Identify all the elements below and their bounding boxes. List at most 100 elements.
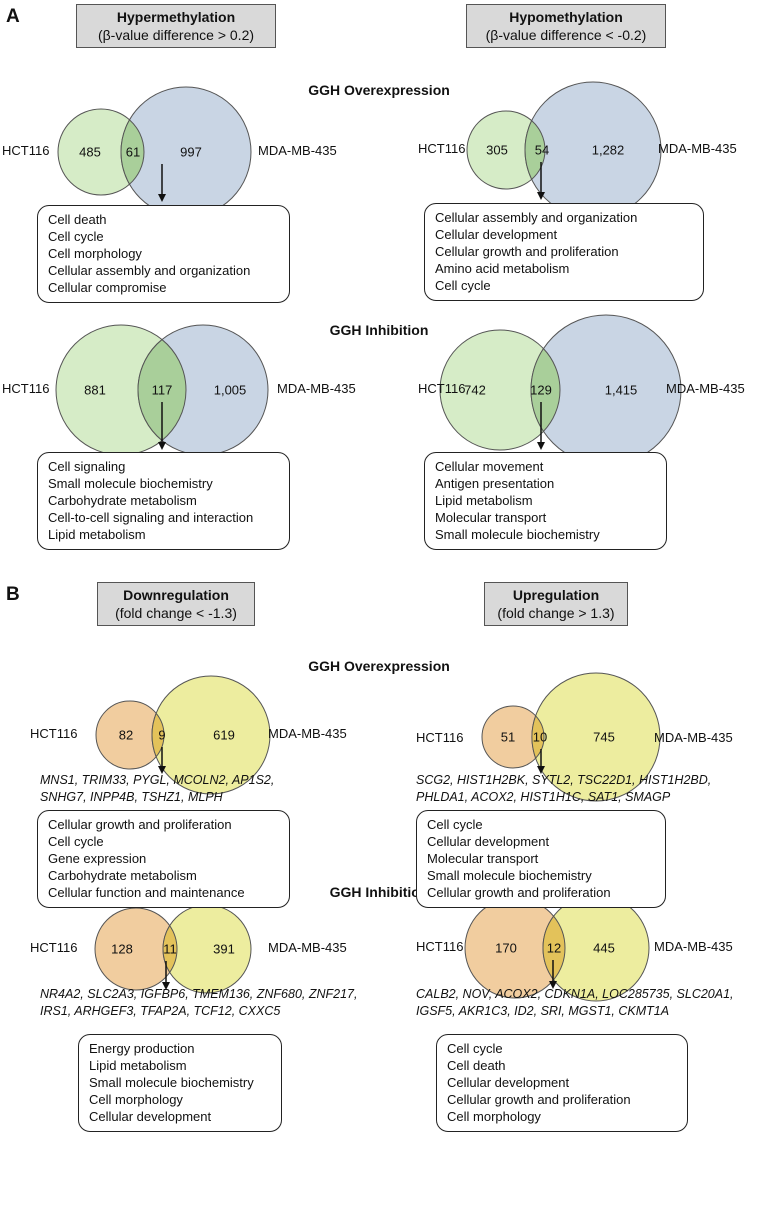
venn-b2-right-count: 745 [593, 729, 615, 745]
term-item: Cell cycle [48, 834, 104, 849]
gene-line: IRS1, ARHGEF3, TFAP2A, TCF12, CXXC5 [40, 1004, 281, 1018]
venn-a2-left-label: HCT116 [418, 141, 466, 156]
term-item: Lipid metabolism [89, 1058, 187, 1073]
term-item: Cell morphology [89, 1092, 183, 1107]
gene-list-b3: NR4A2, SLC2A3, IGFBP6, TMEM136, ZNF680, … [40, 986, 357, 1020]
venn-a3-left-label: HCT116 [2, 381, 50, 396]
venn-b1-left-count: 82 [118, 727, 134, 743]
term-item: Small molecule biochemistry [48, 476, 213, 491]
venn-b1-overlap [151, 712, 165, 758]
term-item: Cellular assembly and organization [435, 210, 638, 225]
venn-a1-overlap [120, 119, 145, 185]
term-item: Cell death [447, 1058, 506, 1073]
gene-line: SNHG7, INPP4B, TSHZ1, MLPH [40, 790, 223, 804]
venn-a4-overlap-count: 129 [530, 382, 552, 398]
term-item: Small molecule biochemistry [435, 527, 600, 542]
venn-b1-left-label: HCT116 [30, 726, 78, 741]
venn-a3-right-label: MDA-MB-435 [277, 381, 356, 396]
venn-b4-right-label: MDA-MB-435 [654, 939, 733, 954]
term-item: Cellular development [89, 1109, 212, 1124]
term-item: Cell cycle [427, 817, 483, 832]
term-item: Cell signaling [48, 459, 126, 474]
venn-b4-left-label: HCT116 [416, 939, 464, 954]
gene-line: PHLDA1, ACOX2, HIST1H1C, SAT1, SMAGP [416, 790, 671, 804]
section-title-b-overexpression: GGH Overexpression [308, 658, 450, 674]
term-item: Cell cycle [447, 1041, 503, 1056]
terms-box-a1: Cell death Cell cycle Cell morphology Ce… [37, 205, 290, 303]
venn-b2-overlap [531, 714, 545, 760]
venn-a4-right-count: 1,415 [604, 382, 638, 398]
hypermethylation-header: Hypermethylation (β-value difference > 0… [76, 4, 276, 48]
header-title: Hypermethylation [116, 9, 236, 25]
venn-b4-left-count: 170 [495, 940, 517, 956]
term-item: Carbohydrate metabolism [48, 868, 197, 883]
term-item: Molecular transport [427, 851, 539, 866]
venn-a1-right-count: 997 [180, 144, 202, 160]
term-item: Cell death [48, 212, 107, 227]
header-title: Upregulation [512, 587, 600, 603]
venn-a1-right-label: MDA-MB-435 [258, 143, 337, 158]
venn-a4-right-label: MDA-MB-435 [666, 381, 745, 396]
downregulation-header: Downregulation (fold change < -1.3) [97, 582, 255, 626]
venn-b4-overlap-count: 12 [546, 940, 562, 956]
upregulation-header: Upregulation (fold change > 1.3) [484, 582, 628, 626]
terms-box-b2: Cell cycle Cellular development Molecula… [416, 810, 666, 908]
header-subtitle: (fold change > 1.3) [497, 605, 615, 621]
term-item: Cellular assembly and organization [48, 263, 251, 278]
gene-list-b1: MNS1, TRIM33, PYGL, MCOLN2, AP1S2, SNHG7… [40, 772, 274, 806]
term-item: Cellular compromise [48, 280, 167, 295]
term-item: Cellular growth and proliferation [427, 885, 611, 900]
venn-b3-right-label: MDA-MB-435 [268, 940, 347, 955]
term-item: Cellular movement [435, 459, 544, 474]
term-item: Small molecule biochemistry [89, 1075, 254, 1090]
term-item: Cell morphology [48, 246, 142, 261]
venn-b1-overlap-count: 9 [158, 727, 166, 743]
venn-b4-right-count: 445 [593, 940, 615, 956]
venn-a1-left-label: HCT116 [2, 143, 50, 158]
header-title: Hypomethylation [509, 9, 623, 25]
panel-b-label: B [6, 584, 20, 605]
term-item: Small molecule biochemistry [427, 868, 592, 883]
venn-b2-overlap-count: 10 [532, 729, 548, 745]
venn-a4-left-label: HCT116 [418, 381, 466, 396]
venn-b1-right-label: MDA-MB-435 [268, 726, 347, 741]
terms-box-b1: Cellular growth and proliferation Cell c… [37, 810, 290, 908]
venn-b2-left-count: 51 [500, 729, 516, 745]
gene-line: NR4A2, SLC2A3, IGFBP6, TMEM136, ZNF680, … [40, 987, 358, 1001]
gene-line: CALB2, NOV, ACOX2, CDKN1A, LOC285735, SL… [416, 987, 734, 1001]
term-item: Cellular development [435, 227, 558, 242]
venn-a2-right-count: 1,282 [591, 142, 625, 158]
gene-list-b4: CALB2, NOV, ACOX2, CDKN1A, LOC285735, SL… [416, 986, 734, 1020]
header-subtitle: (β-value difference > 0.2) [97, 27, 255, 43]
gene-line: IGSF5, AKR1C3, ID2, SRI, MGST1, CKMT1A [416, 1004, 670, 1018]
terms-box-a3: Cell signaling Small molecule biochemist… [37, 452, 290, 550]
term-item: Cellular function and maintenance [48, 885, 245, 900]
term-item: Lipid metabolism [435, 493, 533, 508]
term-item: Cellular development [447, 1075, 570, 1090]
section-title-a-overexpression: GGH Overexpression [308, 82, 450, 98]
term-item: Energy production [89, 1041, 195, 1056]
section-title-a-inhibition: GGH Inhibition [329, 322, 429, 338]
venn-b1-right-count: 619 [213, 727, 235, 743]
gene-line: MNS1, TRIM33, PYGL, MCOLN2, AP1S2, [40, 773, 275, 787]
venn-a3-left-count: 881 [84, 382, 106, 398]
venn-a1-overlap-count: 61 [125, 144, 141, 160]
section-title-b-inhibition: GGH Inhibition [329, 884, 429, 900]
venn-a2-overlap-count: 54 [534, 142, 550, 158]
term-item: Amino acid metabolism [435, 261, 570, 276]
term-item: Cellular development [427, 834, 550, 849]
gene-line: SCG2, HIST1H2BK, SYTL2, TSC22D1, HIST1H2… [416, 773, 712, 787]
panel-a-label: A [6, 6, 20, 27]
term-item: Antigen presentation [435, 476, 555, 491]
header-subtitle: (fold change < -1.3) [115, 605, 237, 621]
venn-a2-left-count: 305 [486, 142, 508, 158]
venn-b2-right-label: MDA-MB-435 [654, 730, 733, 745]
venn-b3-overlap-count: 11 [163, 941, 177, 957]
venn-b3-left-count: 128 [111, 941, 133, 957]
term-item: Cellular growth and proliferation [48, 817, 232, 832]
term-item: Cellular growth and proliferation [447, 1092, 631, 1107]
term-item: Cell cycle [48, 229, 104, 244]
venn-b3-overlap [162, 924, 178, 974]
venn-b3-right-count: 391 [213, 941, 235, 957]
